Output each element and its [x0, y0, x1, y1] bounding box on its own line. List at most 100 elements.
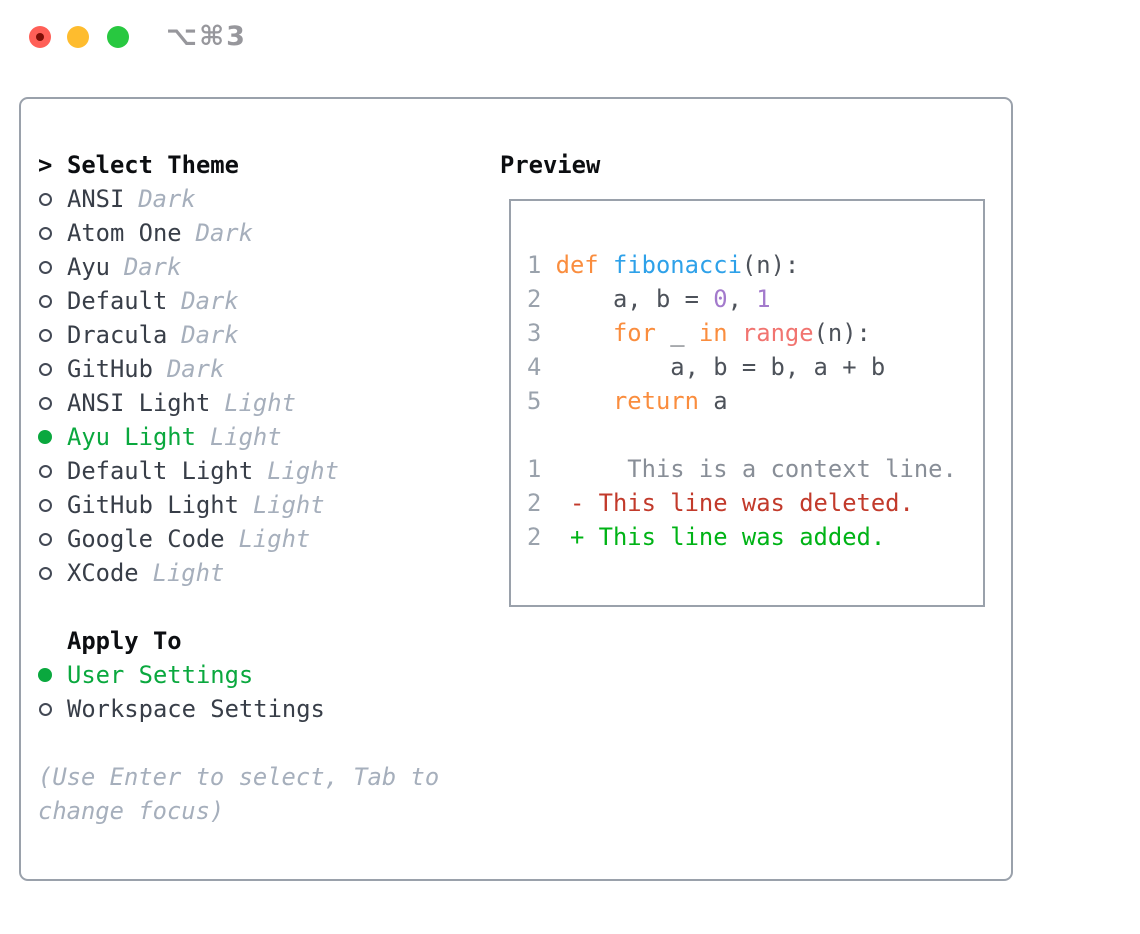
code-token-ln: 1 — [527, 251, 556, 279]
option-label: Ayu — [67, 253, 110, 281]
code-token-del: - This line was deleted. — [555, 489, 914, 517]
option-variant-tag: Light — [152, 559, 225, 587]
code-line — [527, 418, 983, 452]
radio-icon — [39, 498, 52, 512]
preview-header: Preview — [500, 151, 601, 179]
theme-option[interactable]: ANSI Light Light — [38, 386, 439, 420]
option-variant-tag: Light — [267, 457, 339, 485]
radio-icon — [39, 260, 52, 274]
radio-icon — [39, 328, 52, 342]
maximize-button[interactable] — [107, 26, 129, 48]
option-label: Dracula — [67, 321, 168, 349]
option-label: Workspace Settings — [67, 695, 325, 723]
code-token-ln: 2 — [527, 489, 556, 517]
apply-option[interactable]: Workspace Settings — [38, 692, 439, 726]
code-token-ln: 2 — [527, 285, 556, 313]
option-variant-tag: Dark — [166, 355, 225, 383]
select-theme-header-row[interactable]: > Select Theme — [38, 148, 439, 182]
option-label: ANSI Light — [67, 389, 211, 417]
radio-icon — [39, 294, 52, 308]
code-token-add: + This line was added. — [555, 523, 886, 551]
option-variant-tag: Light — [252, 491, 325, 519]
code-line: 2 - This line was deleted. — [527, 486, 983, 520]
option-label: ANSI — [67, 185, 125, 213]
code-token-kw: def — [555, 251, 599, 279]
code-token-pl — [728, 319, 742, 347]
option-variant-tag: Light — [224, 389, 296, 417]
code-token-kw: return — [612, 387, 699, 415]
code-token-pl: (n): — [741, 251, 800, 279]
close-button[interactable] — [29, 26, 51, 48]
code-token-ln: 2 — [527, 523, 556, 551]
theme-option[interactable]: ANSI Dark — [38, 182, 439, 216]
theme-option[interactable]: Default Light Light — [38, 454, 439, 488]
window-title: ⌥⌘3 — [166, 21, 247, 52]
apply-to-options: User Settings Workspace Settings — [38, 658, 439, 726]
code-token-pl: a — [698, 387, 728, 415]
minimize-button[interactable] — [67, 26, 89, 48]
code-token-kw: in — [698, 319, 728, 347]
code-token-num: 0 — [713, 285, 728, 313]
help-text-line: change focus) — [38, 797, 225, 825]
prompt-caret-icon: > — [38, 151, 53, 179]
option-label: GitHub Light — [67, 491, 239, 519]
radio-icon — [39, 396, 52, 410]
option-label: Default — [67, 287, 168, 315]
theme-picker-column: > Select Theme ANSI Dark Atom One Dark A… — [38, 148, 439, 828]
spacer — [38, 590, 439, 624]
option-label: Ayu Light — [67, 423, 196, 451]
theme-option[interactable]: Google Code Light — [38, 522, 439, 556]
theme-list: ANSI Dark Atom One Dark Ayu Dark Default… — [38, 182, 439, 590]
theme-picker-panel: > Select Theme ANSI Dark Atom One Dark A… — [19, 97, 1013, 881]
theme-option[interactable]: Dracula Dark — [38, 318, 439, 352]
option-label: Google Code — [67, 525, 225, 553]
code-token-pl: a, b = — [555, 285, 714, 313]
radio-selected-icon — [38, 668, 52, 682]
code-token-ln: 3 — [527, 319, 556, 347]
code-token-fn: fibonacci — [612, 251, 742, 279]
code-line: 2 a, b = 0, 1 — [527, 282, 983, 316]
code-token-pl: _ — [655, 319, 699, 347]
theme-option[interactable]: Atom One Dark — [38, 216, 439, 250]
theme-option[interactable]: XCode Light — [38, 556, 439, 590]
option-variant-tag: Dark — [181, 321, 239, 349]
radio-icon — [39, 566, 52, 580]
preview-column: Preview 1 def fibonacci(n): 2 a, b = 0, 1… — [500, 148, 985, 607]
code-line: 2 + This line was added. — [527, 520, 983, 554]
option-variant-tag: Dark — [181, 287, 239, 315]
code-token-kw: for — [612, 319, 656, 347]
select-theme-title: Select Theme — [67, 151, 239, 179]
spacer — [38, 726, 439, 760]
close-dot-icon — [36, 33, 44, 41]
code-line: 5 return a — [527, 384, 983, 418]
option-label: Atom One — [67, 219, 182, 247]
radio-icon — [39, 226, 52, 240]
option-variant-tag: Light — [209, 423, 282, 451]
code-token-pl — [556, 387, 613, 415]
theme-option[interactable]: Ayu Light Light — [38, 420, 439, 454]
option-label: XCode — [67, 559, 139, 587]
radio-icon — [39, 532, 52, 546]
apply-to-title: Apply To — [67, 627, 182, 655]
option-variant-tag: Dark — [195, 219, 253, 247]
apply-option[interactable]: User Settings — [38, 658, 439, 692]
title-bar: ⌥⌘3 — [0, 0, 1140, 97]
apply-to-header-row: Apply To — [38, 624, 439, 658]
theme-option[interactable]: GitHub Light Light — [38, 488, 439, 522]
radio-icon — [39, 702, 52, 716]
code-line: 3 for _ in range(n): — [527, 316, 983, 350]
theme-option[interactable]: Ayu Dark — [38, 250, 439, 284]
code-token-num: 1 — [756, 285, 771, 313]
option-variant-tag: Dark — [138, 185, 196, 213]
code-token-pl: a, b = b, a + b — [555, 353, 886, 381]
code-token-ctx: This is a context line. — [555, 455, 957, 483]
option-label: GitHub — [67, 355, 153, 383]
code-token-bi: range — [741, 319, 814, 347]
option-label: User Settings — [67, 661, 254, 689]
code-token-pl — [556, 319, 613, 347]
theme-option[interactable]: GitHub Dark — [38, 352, 439, 386]
radio-icon — [39, 362, 52, 376]
theme-option[interactable]: Default Dark — [38, 284, 439, 318]
